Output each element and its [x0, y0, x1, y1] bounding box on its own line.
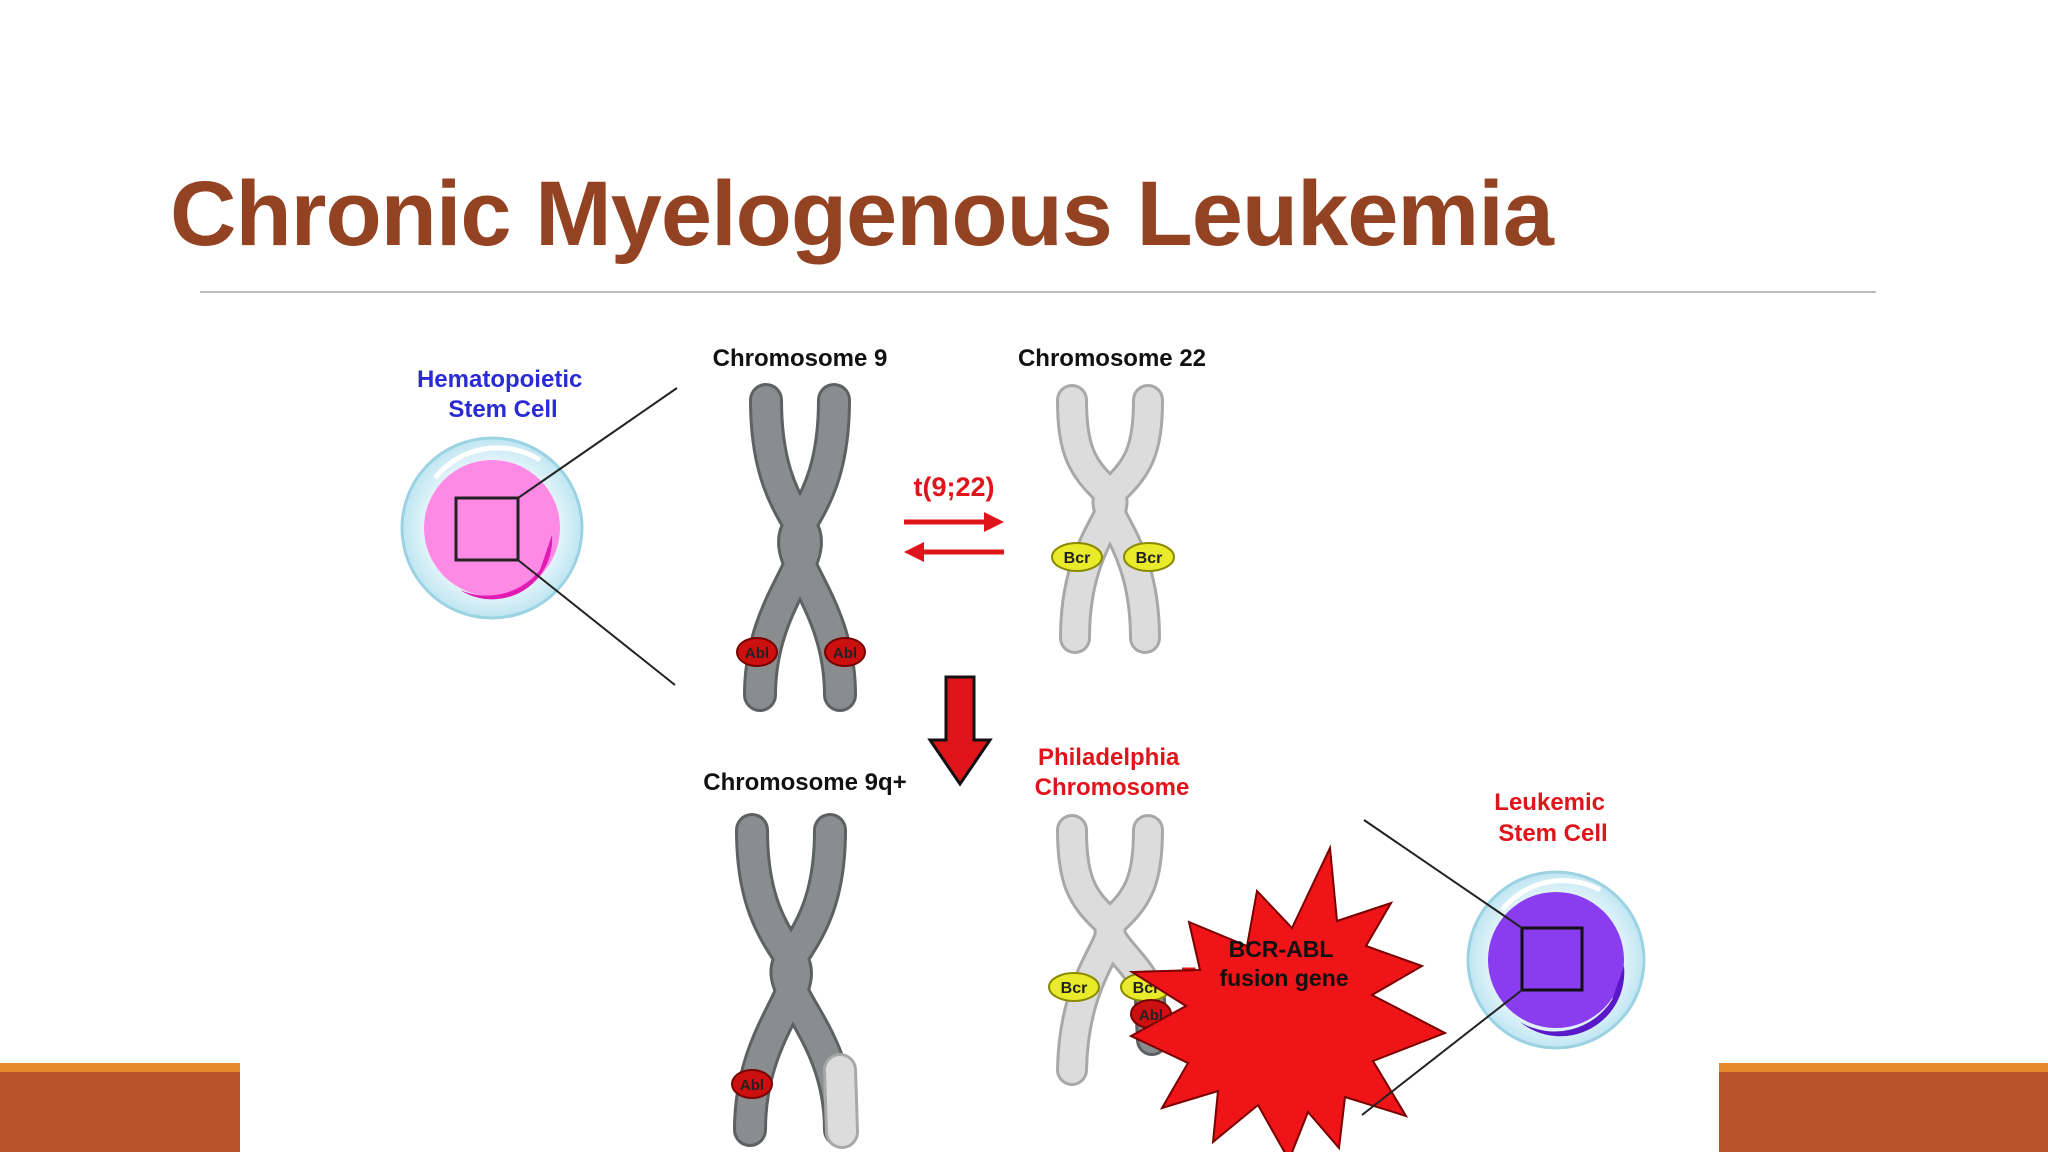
- leukemic-cell-label: Leukemic Stem Cell: [1494, 789, 1611, 847]
- footer-accent-right: [1719, 1063, 2048, 1072]
- abl-gene-chr9-right: Abl: [824, 637, 866, 667]
- svg-text:Abl: Abl: [833, 645, 857, 662]
- bcr-abl-starburst-icon: [1128, 844, 1448, 1157]
- svg-text:Bcr: Bcr: [1136, 550, 1163, 567]
- exchange-arrows-icon: [904, 512, 1004, 562]
- svg-text:Abl: Abl: [745, 645, 769, 662]
- philadelphia-label: Philadelphia Chromosome: [1035, 744, 1190, 801]
- bcr-gene-chr22-left: Bcr: [1051, 542, 1103, 572]
- svg-text:Abl: Abl: [740, 1077, 764, 1094]
- footer-accent-left: [0, 1063, 358, 1072]
- chromosome-22: [1056, 384, 1164, 654]
- chromosome-9q-plus: [733, 813, 859, 1149]
- bcr-gene-ph-left: Bcr: [1048, 972, 1100, 1002]
- svg-text:Bcr: Bcr: [1061, 980, 1088, 997]
- translocation-label: t(9;22): [913, 472, 994, 502]
- footer-bar-right: [1719, 1063, 2048, 1152]
- svg-text:Bcr: Bcr: [1064, 550, 1091, 567]
- chromosome-9: [743, 383, 857, 712]
- stem-cell-label: Hematopoietic Stem Cell: [417, 366, 589, 423]
- svg-text:Abl: Abl: [1139, 1007, 1163, 1024]
- abl-gene-chr9-left: Abl: [736, 637, 778, 667]
- chromosome-22-label: Chromosome 22: [1018, 345, 1206, 372]
- slide-title: Chronic Myelogenous Leukemia: [170, 163, 1554, 265]
- hematopoietic-stem-cell: [400, 387, 678, 686]
- abl-gene-chr9q: Abl: [731, 1069, 773, 1099]
- title-divider: [200, 291, 1876, 293]
- chromosome-9q-label: Chromosome 9q+: [703, 769, 906, 796]
- leukemic-stem-cell: [1361, 819, 1646, 1116]
- result-down-arrow-icon: [927, 675, 993, 787]
- chromosome-9-label: Chromosome 9: [713, 345, 888, 372]
- cml-translocation-diagram: Hematopoietic Stem Cell Chromosome 9 Abl…: [240, 300, 1700, 1157]
- bcr-gene-chr22-right: Bcr: [1123, 542, 1175, 572]
- fusion-gene-label: BCR-ABL fusion gene: [1219, 936, 1348, 991]
